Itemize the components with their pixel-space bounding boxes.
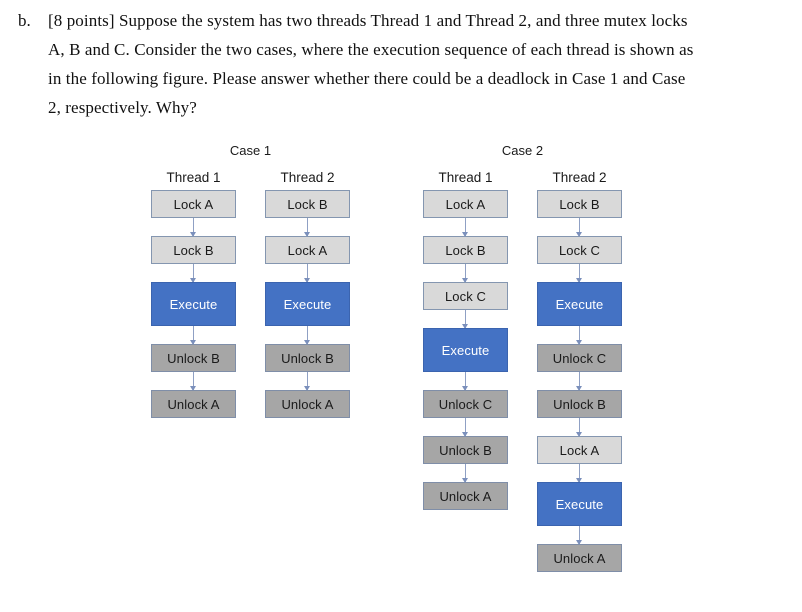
flow-arrow-icon	[190, 326, 196, 345]
step-unlock: Unlock B	[265, 344, 350, 372]
step-lock: Lock A	[537, 436, 622, 464]
thread-title: Thread 1	[438, 170, 493, 185]
step-execute: Execute	[265, 282, 350, 326]
question-line: A, B and C. Consider the two cases, wher…	[48, 40, 694, 59]
step-lock: Lock A	[423, 190, 508, 218]
flow-arrow-icon	[576, 526, 582, 545]
step-unlock: Unlock C	[423, 390, 508, 418]
step-lock: Lock C	[423, 282, 508, 310]
question-text: [8 points] Suppose the system has two th…	[48, 6, 786, 122]
question-line: [8 points] Suppose the system has two th…	[48, 11, 688, 30]
step-unlock: Unlock A	[265, 390, 350, 418]
question-marker: b.	[18, 11, 31, 30]
step-unlock: Unlock A	[151, 390, 236, 418]
step-unlock: Unlock A	[537, 544, 622, 572]
flow-arrow-icon	[304, 218, 310, 237]
flow-arrow-icon	[576, 264, 582, 283]
flow-arrow-icon	[462, 372, 468, 391]
flow-arrow-icon	[462, 310, 468, 329]
step-unlock: Unlock A	[423, 482, 508, 510]
flow-arrow-icon	[304, 372, 310, 391]
step-execute: Execute	[537, 482, 622, 526]
question-line: 2, respectively. Why?	[48, 98, 197, 117]
step-unlock: Unlock B	[151, 344, 236, 372]
thread-title: Thread 2	[552, 170, 607, 185]
step-lock: Lock B	[537, 190, 622, 218]
flow-arrow-icon	[576, 372, 582, 391]
flow-arrow-icon	[462, 464, 468, 483]
step-lock: Lock B	[151, 236, 236, 264]
step-lock: Lock B	[423, 236, 508, 264]
flow-arrow-icon	[576, 326, 582, 345]
flow-arrow-icon	[190, 218, 196, 237]
flow-arrow-icon	[190, 264, 196, 283]
step-lock: Lock A	[151, 190, 236, 218]
step-lock: Lock B	[265, 190, 350, 218]
case-title: Case 1	[229, 143, 272, 158]
step-execute: Execute	[537, 282, 622, 326]
thread-title: Thread 2	[280, 170, 335, 185]
flow-arrow-icon	[462, 264, 468, 283]
flow-arrow-icon	[190, 372, 196, 391]
question-line: in the following figure. Please answer w…	[48, 69, 686, 88]
flow-arrow-icon	[576, 464, 582, 483]
flow-arrow-icon	[576, 218, 582, 237]
flow-arrow-icon	[576, 418, 582, 437]
step-lock: Lock A	[265, 236, 350, 264]
flow-arrow-icon	[462, 218, 468, 237]
step-unlock: Unlock C	[537, 344, 622, 372]
step-execute: Execute	[151, 282, 236, 326]
flow-arrow-icon	[462, 418, 468, 437]
flow-arrow-icon	[304, 326, 310, 345]
step-lock: Lock C	[537, 236, 622, 264]
step-unlock: Unlock B	[423, 436, 508, 464]
step-unlock: Unlock B	[537, 390, 622, 418]
flow-arrow-icon	[304, 264, 310, 283]
step-execute: Execute	[423, 328, 508, 372]
thread-title: Thread 1	[166, 170, 221, 185]
case-title: Case 2	[501, 143, 544, 158]
